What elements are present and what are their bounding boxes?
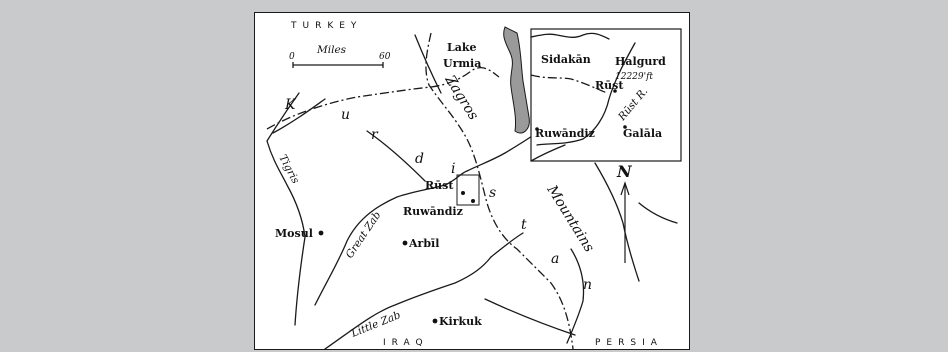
kurdistan-letter: s [489, 185, 496, 201]
inset-halgurd-label: Halgurd [615, 55, 666, 68]
inset-galala-dot [623, 125, 627, 129]
kurdistan-letter: a [551, 251, 559, 267]
inset-map: Sidakān Halgurd 12229'ft Rūst Rūst R. Ru… [530, 28, 682, 162]
inset-frame [530, 28, 682, 162]
map-frame: TURKEY IRAQ PERSIA Miles 0 60 Lake Urmia… [254, 12, 690, 350]
inset-border [530, 74, 608, 94]
river-northwest [366, 130, 426, 182]
tigris-label: Tigris [276, 153, 301, 186]
inset-ruwandiz-label: Ruwāndiz [535, 127, 595, 140]
river-north [414, 34, 442, 94]
inset-halgurd-height: 12229'ft [615, 72, 653, 82]
lake-urmia-label-1: Lake [447, 41, 476, 54]
iraq-persia-border [425, 32, 574, 349]
little-zab-tributary [490, 232, 524, 258]
mosul-label: Mosul [275, 227, 313, 240]
zagros-label-2: Mountains [543, 182, 597, 255]
kirkuk-dot [432, 318, 438, 324]
inset-rust-dot [613, 89, 617, 93]
ruwandiz-label: Ruwāndiz [403, 205, 463, 218]
inset-sidakan-label: Sidakān [541, 53, 591, 66]
inset-ruwandiz-dot [535, 127, 539, 131]
inset-rust-label: Rūst [595, 79, 624, 92]
turkey-iraq-border [266, 67, 500, 130]
inset-galala-label: Galāla [623, 127, 662, 140]
ruwandiz-dot [471, 199, 475, 203]
scale-title: Miles [316, 44, 347, 56]
tigris-river [266, 92, 306, 326]
river-east-2 [638, 202, 678, 224]
scale-start: 0 [289, 52, 295, 62]
north-label: N [616, 162, 633, 181]
river-east-3 [566, 248, 585, 344]
inset-river-bottom [530, 144, 566, 162]
arbil-label: Arbīl [408, 237, 439, 250]
kurdistan-letter: r [371, 127, 379, 143]
inset-river-top [530, 32, 610, 40]
turkey-label: TURKEY [290, 21, 362, 31]
rust-label: Rūst [425, 179, 454, 192]
river-east-1 [594, 162, 640, 282]
tigris-upper-branch [272, 98, 326, 134]
rust-locator-box [456, 174, 480, 206]
north-arrow-head [620, 181, 630, 196]
rust-dot [461, 191, 465, 195]
arbil-dot [402, 240, 408, 246]
map-svg: TURKEY IRAQ PERSIA Miles 0 60 Lake Urmia… [266, 21, 682, 349]
kurdistan-letter: u [341, 107, 350, 123]
kurdistan-letter: K [284, 97, 297, 113]
little-zab-river [324, 256, 492, 349]
great-zab-river [314, 170, 468, 306]
inset-rust-river [536, 42, 636, 146]
lake-urmia-label-2: Urmia [443, 57, 481, 70]
iraq-label: IRAQ [383, 338, 429, 348]
lake-urmia-shape [503, 26, 530, 134]
river-diyala [484, 298, 576, 336]
persia-label: PERSIA [595, 338, 663, 348]
kurdistan-letter: n [583, 277, 592, 293]
zagros-label-1: Zagros [441, 72, 481, 123]
kirkuk-label: Kirkuk [439, 315, 482, 328]
kurdistan-letter: i [451, 161, 455, 177]
mosul-dot [318, 230, 324, 236]
scale-end: 60 [379, 52, 391, 62]
great-zab-label: Great Zab [344, 209, 384, 260]
kurdistan-letter: d [415, 151, 424, 167]
kurdistan-letter: t [521, 217, 527, 233]
kurdistan-label: K u r d i s t a n [284, 97, 592, 293]
